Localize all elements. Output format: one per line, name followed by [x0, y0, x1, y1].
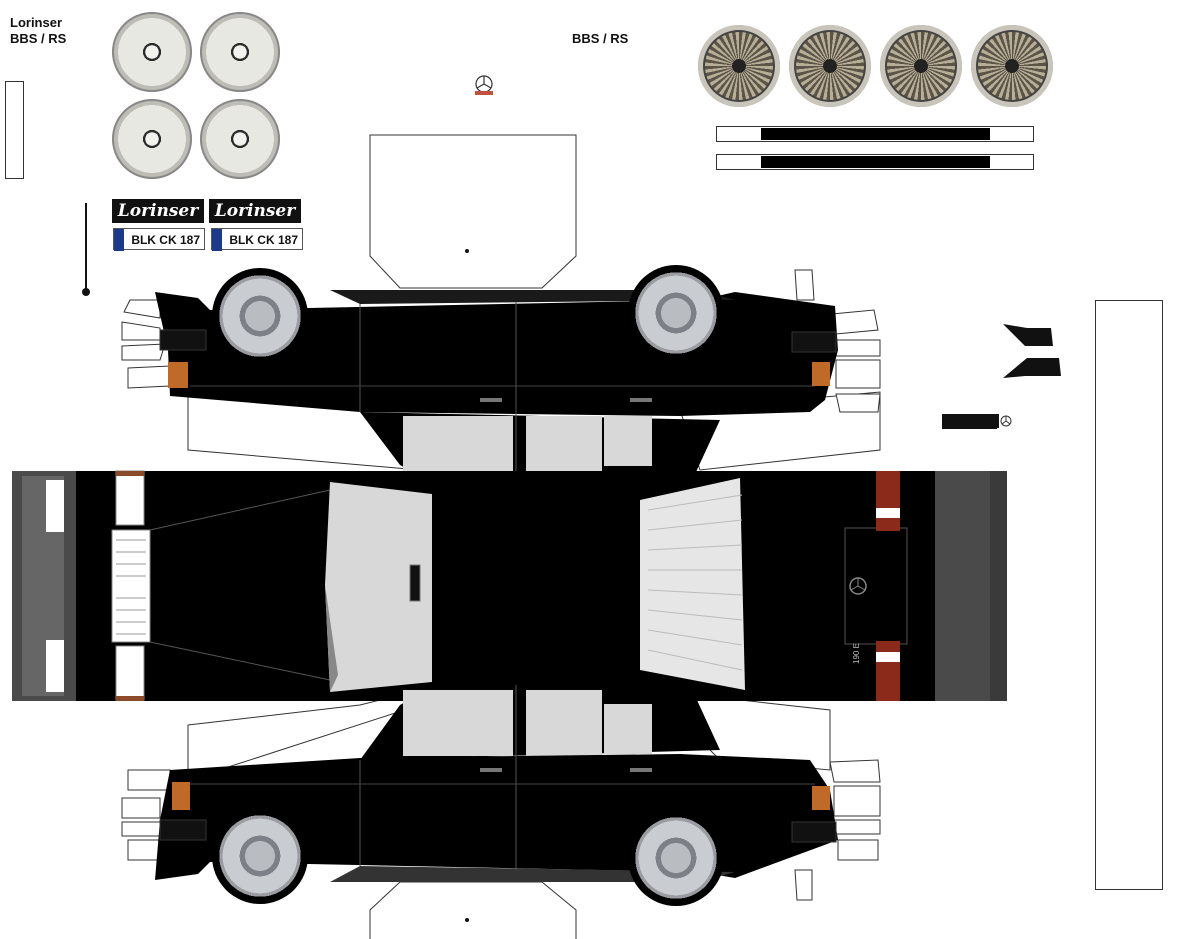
bbs-rim-1 — [698, 25, 780, 107]
antenna-tip — [82, 288, 90, 296]
lorinser-rim-4 — [200, 99, 280, 179]
side-tab-right — [1095, 300, 1163, 890]
eu-band-icon — [212, 229, 222, 251]
lorinser-rim-2 — [200, 12, 280, 92]
trunk-model-badge: 190 E — [852, 643, 861, 664]
lorinser-badge-2: Lorinser — [209, 199, 301, 223]
license-plate-1: BLK CK 187 — [113, 228, 205, 251]
wheel-upper-front — [212, 268, 308, 364]
eu-band-icon — [114, 229, 124, 251]
plate-text-2: BLK CK 187 — [229, 233, 298, 247]
plate-text-1: BLK CK 187 — [131, 233, 200, 247]
wheel-upper-rear — [628, 265, 724, 361]
mercedes-star-icon — [475, 75, 493, 95]
lorinser-badge-1: Lorinser — [112, 199, 204, 223]
lorinser-label: Lorinser — [10, 15, 63, 30]
license-plate-2: BLK CK 187 — [211, 228, 303, 251]
antenna-part — [85, 203, 87, 293]
bbs-rs-label-left: BBS / RS — [10, 31, 67, 46]
exhaust-part — [942, 414, 997, 429]
bbs-rim-4 — [971, 25, 1053, 107]
bbs-rs-label-right: BBS / RS — [572, 31, 629, 46]
trim-bar — [761, 128, 990, 140]
small-star-icon — [1000, 415, 1012, 427]
trim-bar — [761, 156, 990, 168]
wheel-lower-front — [212, 808, 308, 904]
wheel-lower-rear — [628, 810, 724, 906]
mirror-parts — [995, 324, 1061, 428]
bbs-rim-2 — [789, 25, 871, 107]
lorinser-rim-3 — [112, 99, 192, 179]
side-tab-left — [5, 81, 24, 179]
trim-strip-2 — [716, 154, 1034, 170]
lorinser-rim-1 — [112, 12, 192, 92]
bbs-rim-3 — [880, 25, 962, 107]
trim-strip-1 — [716, 126, 1034, 142]
